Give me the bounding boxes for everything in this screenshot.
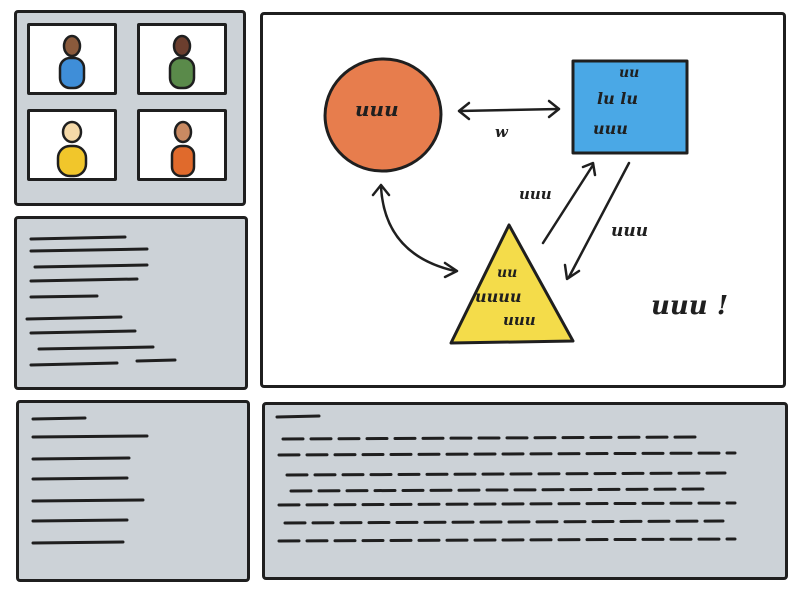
arrow-label-left: uuu: [519, 185, 552, 203]
triangle-label-3: uuu: [503, 311, 536, 329]
arrow-square-triangle: [567, 161, 631, 279]
whiteboard-canvas[interactable]: [263, 15, 783, 385]
whiteboard-panel[interactable]: uuu uu lu lu uuu uu uuuu uuu w uuu uuu u…: [260, 12, 786, 388]
avatar: [58, 34, 86, 90]
video-tile-3[interactable]: [27, 109, 117, 181]
square-label-1: uu: [619, 65, 640, 81]
square-shape[interactable]: [571, 59, 689, 155]
video-tile-2[interactable]: [137, 23, 227, 95]
circle-shape[interactable]: [318, 51, 448, 178]
arrow-triangle-square: [541, 163, 595, 245]
triangle-label-2: uuuu: [475, 287, 522, 306]
avatar: [56, 120, 88, 178]
video-grid-panel: [14, 10, 246, 206]
chat-panel: [14, 216, 248, 390]
arrow-label-top: w: [495, 123, 508, 141]
chat-messages: [25, 235, 177, 367]
whiteboard-note: uuu !: [651, 291, 729, 321]
triangle-shape[interactable]: [449, 223, 575, 345]
arrow-label-right: uuu: [611, 221, 649, 241]
arrow-circle-triangle: [379, 185, 457, 273]
arrow-circle-square: [457, 107, 561, 113]
video-tile-1[interactable]: [27, 23, 117, 95]
list-items: [31, 416, 149, 545]
triangle-label-1: uu: [497, 265, 518, 281]
text-lines: [275, 414, 737, 543]
participant-list-panel: [16, 400, 250, 582]
avatar: [170, 120, 196, 178]
video-tile-4[interactable]: [137, 109, 227, 181]
square-label-2: lu lu: [597, 89, 638, 108]
text-panel: [262, 402, 788, 580]
square-label-3: uuu: [593, 119, 628, 138]
circle-label: uuu: [355, 97, 399, 121]
avatar: [168, 34, 196, 90]
